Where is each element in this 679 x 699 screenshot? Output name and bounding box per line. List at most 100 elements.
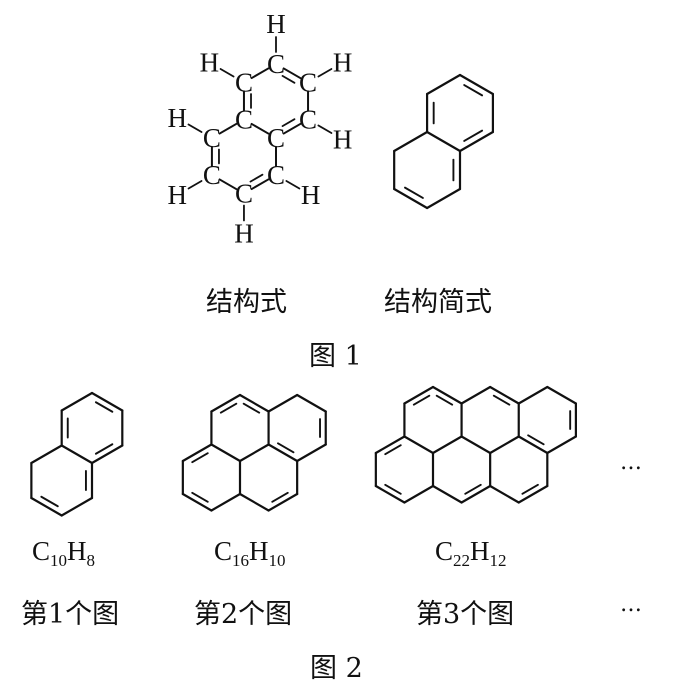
molecule-1-bond-2 (90, 444, 124, 465)
molecule-2-double-bond-3 (277, 442, 295, 454)
molecule-1-bond-7 (60, 496, 94, 517)
structural-bond-2 (282, 122, 302, 135)
carbon-atom-5: C (235, 68, 253, 98)
molecule-1-double-bond-4 (40, 495, 59, 508)
molecule-3-double-bond-7 (464, 483, 482, 495)
structural-double-bond-3 (249, 173, 264, 183)
figure-1-caption: 图 1 (309, 341, 362, 372)
structural-bond-5 (250, 67, 270, 80)
molecule-3-double-bond-4 (527, 434, 545, 446)
skeletal-double-bond-4 (404, 186, 424, 199)
molecule-3-bond-20 (374, 435, 406, 455)
molecule-2-bond-15 (181, 443, 213, 463)
molecule-3-bond-5 (403, 385, 435, 405)
skeletal-bond-10 (393, 130, 429, 153)
item-label-3: 第3个图 (416, 599, 515, 630)
structural-bond-7 (250, 178, 270, 191)
molecule-1-bond-8 (30, 496, 63, 517)
molecule-1-bond-10 (30, 444, 63, 465)
molecule-2-double-bond-0 (242, 402, 261, 414)
formula-1-c-count: 10 (50, 551, 68, 570)
molecule-3-bond-3 (403, 435, 435, 455)
carbon-atom-7: C (235, 179, 253, 209)
molecule-row-ellipsis: … (620, 450, 644, 475)
item-label-2: 第2个图 (194, 599, 293, 630)
structural-bond-10 (218, 122, 238, 135)
molecule-3-double-bond-5 (384, 483, 402, 495)
molecule-3-bond-15 (517, 385, 549, 405)
molecule-2-bond-8 (296, 443, 327, 463)
formula-1-c: C (32, 536, 51, 566)
molecule-3-bond-22 (460, 484, 492, 504)
molecule-3-bond-9 (460, 435, 492, 455)
carbon-atom-2: C (299, 105, 317, 135)
c-h-bond-1 (317, 68, 333, 78)
formula-3-h-count: 12 (489, 551, 507, 570)
label-row-ellipsis: … (620, 592, 644, 617)
hydrogen-atom-5: H (234, 219, 254, 249)
molecule-3-bond-26 (489, 484, 520, 504)
molecule-3-double-bond-8 (521, 483, 539, 495)
carbon-atom-1: C (299, 68, 317, 98)
hydrogen-atom-0: H (266, 9, 286, 39)
c-h-bond-3 (219, 68, 235, 78)
hydrogen-atom-4: H (301, 180, 321, 210)
molecule-3-bond-2 (431, 435, 463, 455)
molecule-2-double-bond-4 (191, 491, 209, 503)
c-h-bond-6 (187, 180, 203, 190)
structural-formula-label: 结构式 (206, 287, 287, 318)
molecule-2-bond-6 (296, 393, 327, 413)
formula-2-h: H (249, 536, 269, 566)
molecule-2-bond-10 (267, 393, 299, 413)
formula-2-c-count: 16 (232, 551, 250, 570)
skeletal-bond-0 (458, 73, 495, 96)
molecule-3-bond-23 (431, 484, 463, 504)
formula-3: C22H12 (435, 536, 507, 570)
figure-2-caption: 图 2 (310, 653, 363, 684)
item-label-1: 第1个图 (21, 599, 120, 630)
molecule-3-bond-25 (517, 484, 549, 504)
formula-3-c: C (435, 536, 454, 566)
skeletal-formula-label: 结构简式 (384, 287, 492, 318)
structural-bond-3 (250, 122, 270, 135)
skeletal-bond-3 (425, 130, 462, 153)
molecule-3-bond-14 (517, 435, 549, 455)
series-molecule-3 (374, 385, 577, 504)
hydrogen-atom-2: H (333, 125, 353, 155)
molecule-3-double-bond-1 (412, 394, 431, 406)
c-h-bond-4 (285, 180, 301, 190)
molecule-1-double-bond-1 (94, 443, 114, 455)
molecule-3-double-bond-2 (492, 394, 511, 406)
formula-2-h-count: 10 (268, 551, 286, 570)
molecule-2-bond-9 (267, 443, 299, 463)
molecule-3-bond-11 (546, 385, 577, 405)
molecule-1-double-bond-0 (94, 401, 114, 413)
structural-double-bond-1 (281, 118, 296, 128)
c-h-bond-7 (187, 123, 203, 133)
carbon-atom-6: C (267, 160, 285, 190)
skeletal-bond-8 (393, 187, 429, 210)
molecule-2-bond-12 (210, 492, 242, 512)
molecule-1-bond-5 (60, 391, 94, 412)
molecule-3-bond-6 (489, 385, 520, 405)
series-molecule-2 (181, 393, 327, 512)
skeletal-bond-5 (425, 73, 462, 96)
molecule-3-bond-8 (489, 435, 520, 455)
molecule-3-bond-13 (546, 435, 577, 455)
formula-3-c-count: 22 (453, 551, 471, 570)
formula-3-h: H (470, 536, 490, 566)
hydrogen-atom-7: H (168, 103, 188, 133)
hydrogen-atom-1: H (333, 48, 353, 78)
molecule-2-double-bond-1 (219, 402, 238, 414)
formula-1: C10H8 (32, 536, 95, 570)
molecule-3-bond-17 (403, 484, 435, 504)
molecule-2-bond-2 (238, 443, 270, 463)
c-h-bond-2 (317, 124, 333, 134)
formula-2: C16H10 (214, 536, 286, 570)
naphthalene-skeletal-formula (393, 73, 495, 210)
formula-1-h: H (67, 536, 87, 566)
structural-double-bond-0 (281, 74, 296, 84)
molecule-2-double-bond-5 (191, 452, 209, 464)
